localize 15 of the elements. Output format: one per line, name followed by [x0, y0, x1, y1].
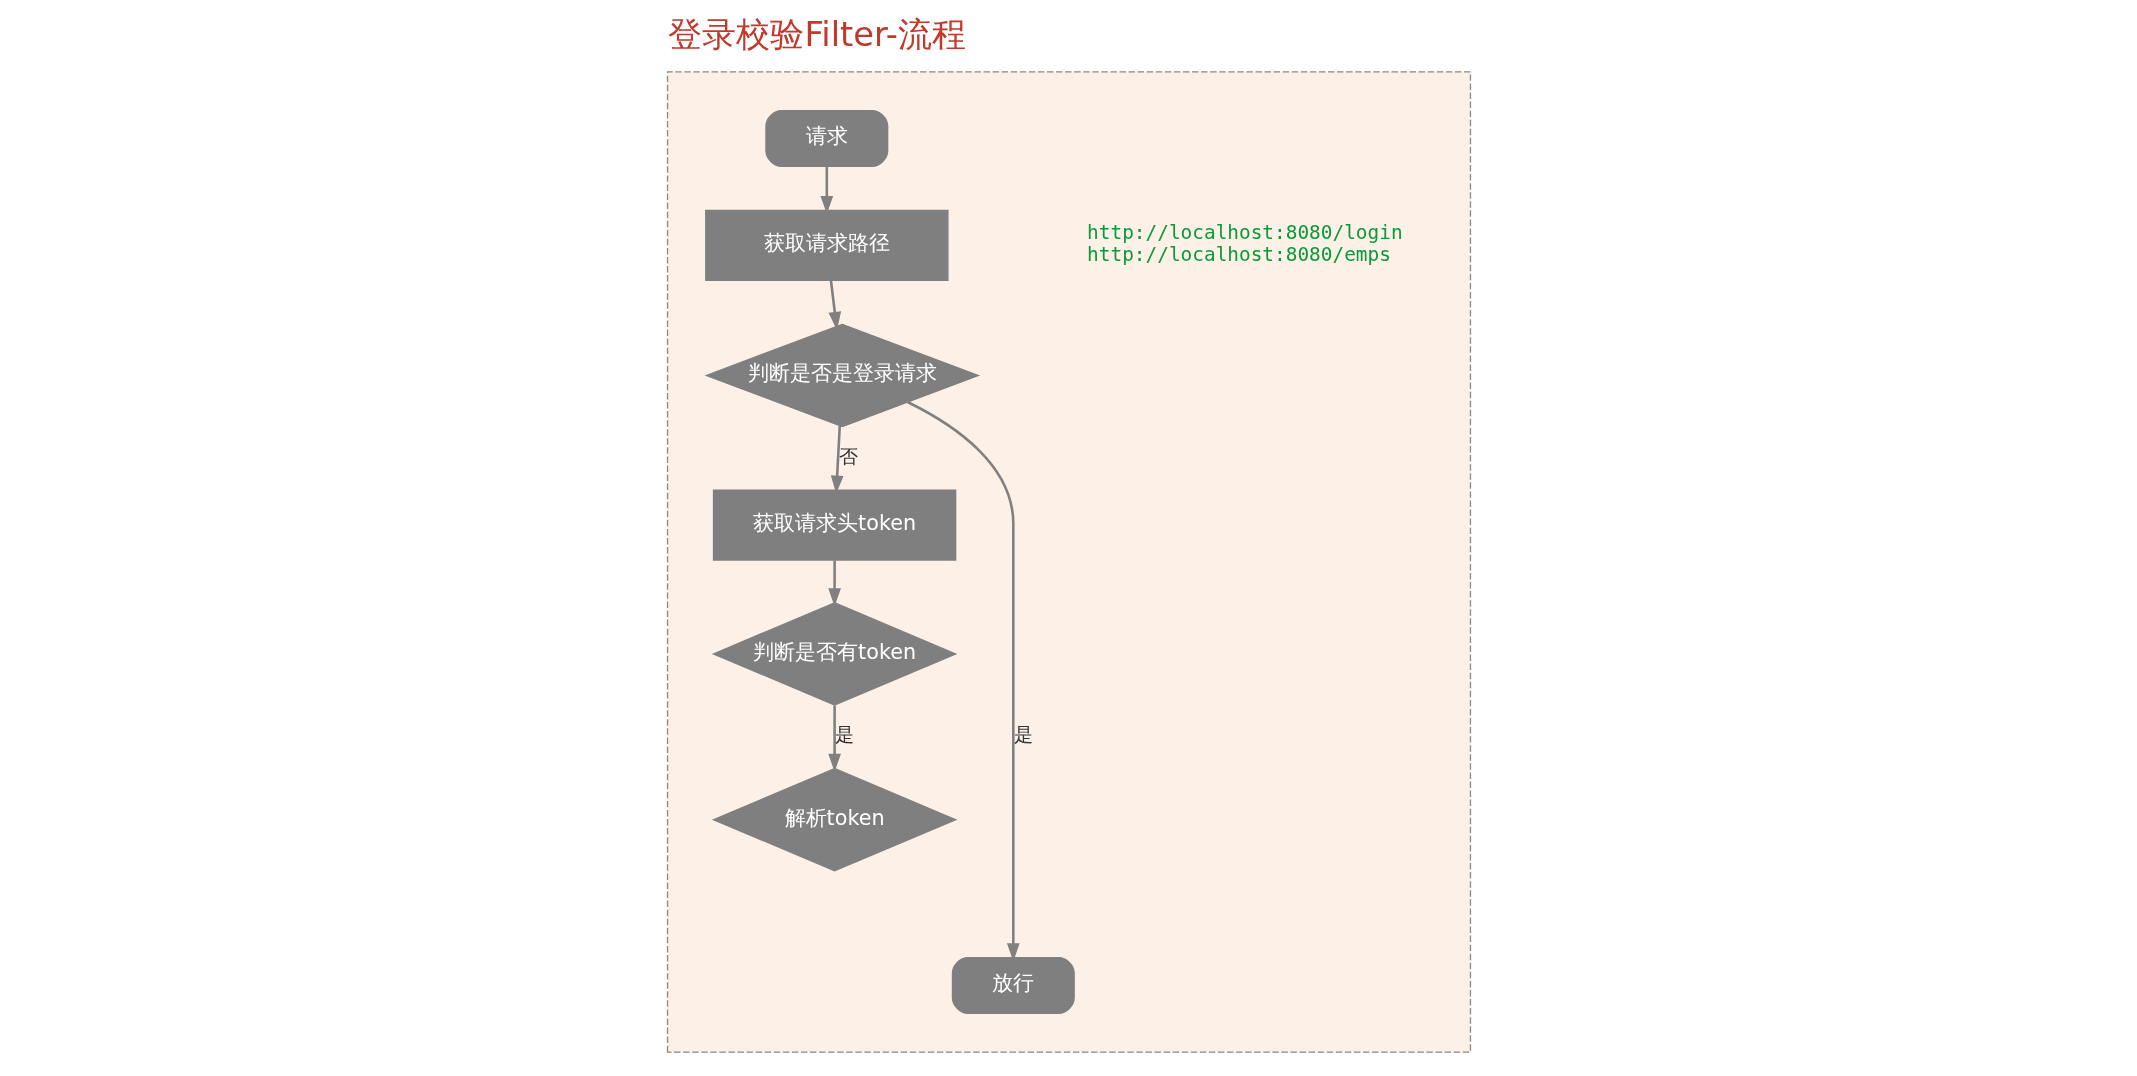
- node-box: 放行: [951, 956, 1075, 1014]
- node-label: http://localhost:8080/emps: [1086, 242, 1391, 266]
- node-label: http://localhost:8080/login: [1086, 220, 1403, 244]
- node-diamond: 判断是否是登录请求: [704, 323, 980, 428]
- edge-label: 是: [1013, 723, 1033, 747]
- node-box: 请求: [764, 110, 888, 167]
- arrow: [827, 705, 841, 772]
- edge-label: 是: [834, 723, 854, 747]
- node-diamond: 解析token: [711, 767, 957, 872]
- node-diamond: 判断是否有token: [711, 602, 957, 706]
- diagram-title: 登录校验Filter-流程: [667, 14, 966, 54]
- node-box: 获取请求路径: [704, 209, 949, 281]
- node-box: 获取请求头token: [712, 489, 956, 561]
- cluster: [666, 71, 1471, 1053]
- edge-label: 否: [838, 444, 858, 468]
